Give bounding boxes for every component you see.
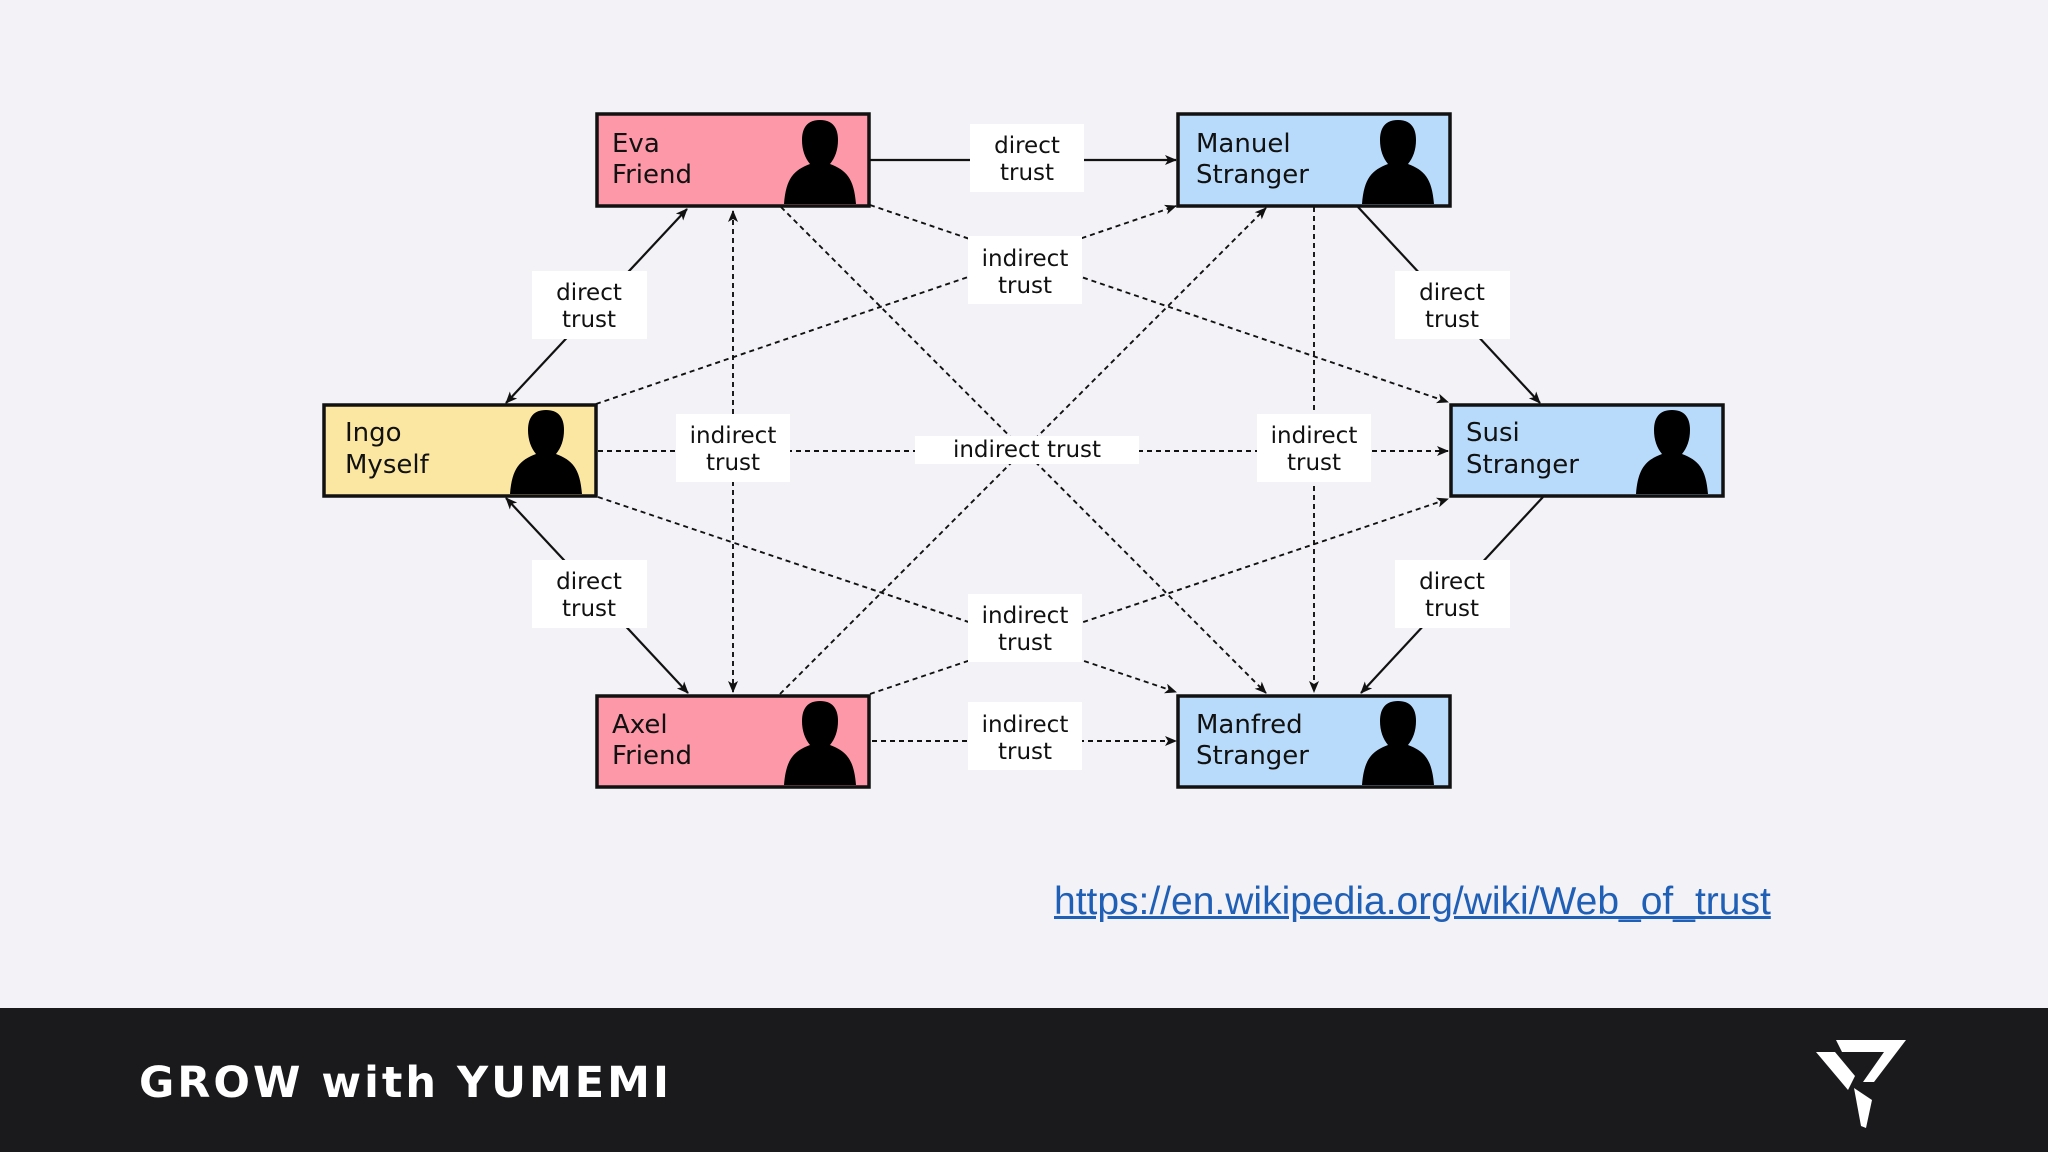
label-ingo-eva-line2: trust (562, 307, 616, 333)
label-manuel-susi-line1: direct (1419, 280, 1485, 306)
person-silhouette-icon (784, 701, 856, 785)
label-susi-manfred-line2: trust (1425, 596, 1479, 622)
label-eva-axel-line2: trust (706, 450, 760, 476)
person-silhouette-icon (1362, 701, 1434, 785)
label-ingo-axel: direct trust (532, 560, 647, 628)
label-manuel-manfred: indirect trust (1257, 414, 1371, 482)
label-manuel-susi-line2: trust (1425, 307, 1479, 333)
label-top-indirect-line1: indirect (982, 246, 1069, 272)
yumemi-logo-icon (1816, 1040, 1906, 1128)
label-manuel-manfred-line1: indirect (1271, 423, 1358, 449)
node-ingo: Ingo Myself (322, 403, 598, 498)
node-manuel-role: Stranger (1196, 160, 1309, 190)
node-manfred-name: Manfred (1196, 710, 1303, 740)
label-susi-manfred-line1: direct (1419, 569, 1485, 595)
footer-bar: GROW with YUMEMI (0, 1008, 2048, 1152)
label-bottom-indirect: indirect trust (968, 594, 1082, 662)
label-manuel-susi: direct trust (1395, 271, 1510, 339)
node-axel-name: Axel (612, 710, 668, 740)
person-silhouette-icon (784, 120, 856, 204)
person-silhouette-icon (1362, 120, 1434, 204)
label-ingo-axel-line1: direct (556, 569, 622, 595)
label-ingo-eva-line1: direct (556, 280, 622, 306)
label-ingo-axel-line2: trust (562, 596, 616, 622)
node-eva: Eva Friend (595, 112, 871, 208)
person-silhouette-icon (1636, 410, 1708, 494)
node-ingo-role: Myself (345, 450, 430, 480)
label-eva-manuel-line2: trust (1000, 160, 1054, 186)
web-of-trust-diagram: direct trust indirect trust direct trust… (322, 112, 1725, 789)
label-ingo-susi-text: indirect trust (953, 437, 1101, 463)
node-ingo-name: Ingo (345, 418, 402, 448)
edge-ingo-manuel (595, 204, 1177, 405)
label-axel-manfred-line2: trust (998, 739, 1052, 765)
node-eva-name: Eva (612, 129, 660, 159)
label-top-indirect-line2: trust (998, 273, 1052, 299)
node-axel: Axel Friend (595, 694, 871, 789)
label-bottom-indirect-line1: indirect (982, 603, 1069, 629)
node-manfred: Manfred Stranger (1176, 694, 1452, 789)
node-eva-role: Friend (612, 160, 692, 190)
label-ingo-susi: indirect trust (915, 436, 1139, 464)
brand-name: GROW with YUMEMI (139, 1058, 672, 1108)
label-axel-manfred-line1: indirect (982, 712, 1069, 738)
edge-ingo-manfred (597, 496, 1177, 694)
label-eva-axel: indirect trust (676, 414, 790, 482)
edge-eva-susi (869, 204, 1449, 404)
node-axel-role: Friend (612, 741, 692, 771)
node-susi: Susi Stranger (1449, 403, 1725, 498)
node-manfred-role: Stranger (1196, 741, 1309, 771)
edge-axel-susi (869, 497, 1449, 695)
label-bottom-indirect-line2: trust (998, 630, 1052, 656)
label-top-indirect: indirect trust (968, 236, 1082, 304)
node-susi-role: Stranger (1466, 450, 1579, 480)
label-eva-axel-line1: indirect (690, 423, 777, 449)
node-susi-name: Susi (1466, 418, 1520, 448)
label-susi-manfred: direct trust (1395, 560, 1510, 628)
person-silhouette-icon (510, 410, 582, 494)
label-eva-manuel-line1: direct (994, 133, 1060, 159)
node-manuel-name: Manuel (1196, 129, 1291, 159)
label-ingo-eva: direct trust (532, 271, 647, 339)
label-axel-manfred: indirect trust (968, 702, 1082, 770)
label-manuel-manfred-line2: trust (1287, 450, 1341, 476)
label-eva-manuel: direct trust (970, 124, 1084, 192)
nodes: Eva Friend Manuel Stranger Ingo Myself S… (322, 112, 1725, 789)
edge-labels: direct trust indirect trust direct trust… (532, 124, 1510, 770)
wikipedia-source-link[interactable]: https://en.wikipedia.org/wiki/Web_of_tru… (1054, 880, 1771, 923)
node-manuel: Manuel Stranger (1176, 112, 1452, 208)
